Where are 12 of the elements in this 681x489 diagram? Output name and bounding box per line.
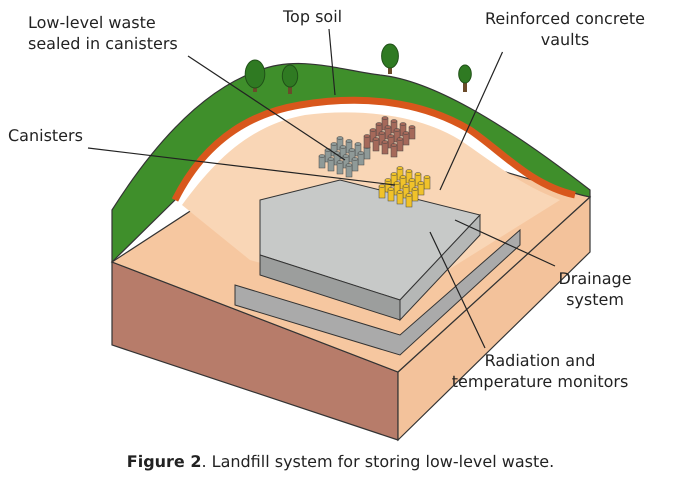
callout-label: Drainage system	[545, 268, 645, 310]
leader-line	[454, 219, 556, 267]
leader-line	[439, 52, 504, 190]
leader-line	[328, 28, 336, 96]
leader-line	[88, 147, 396, 186]
callout-label: Low-level waste sealed in canisters	[28, 12, 198, 54]
leader-line	[188, 56, 346, 160]
callout-label: Canisters	[8, 125, 98, 146]
figure-caption: Figure 2. Landfill system for storing low-level waste.	[126, 452, 556, 471]
callout-label: Reinforced concrete vaults	[470, 8, 660, 50]
leader-line	[429, 232, 486, 348]
callout-label: Top soil	[283, 6, 363, 27]
